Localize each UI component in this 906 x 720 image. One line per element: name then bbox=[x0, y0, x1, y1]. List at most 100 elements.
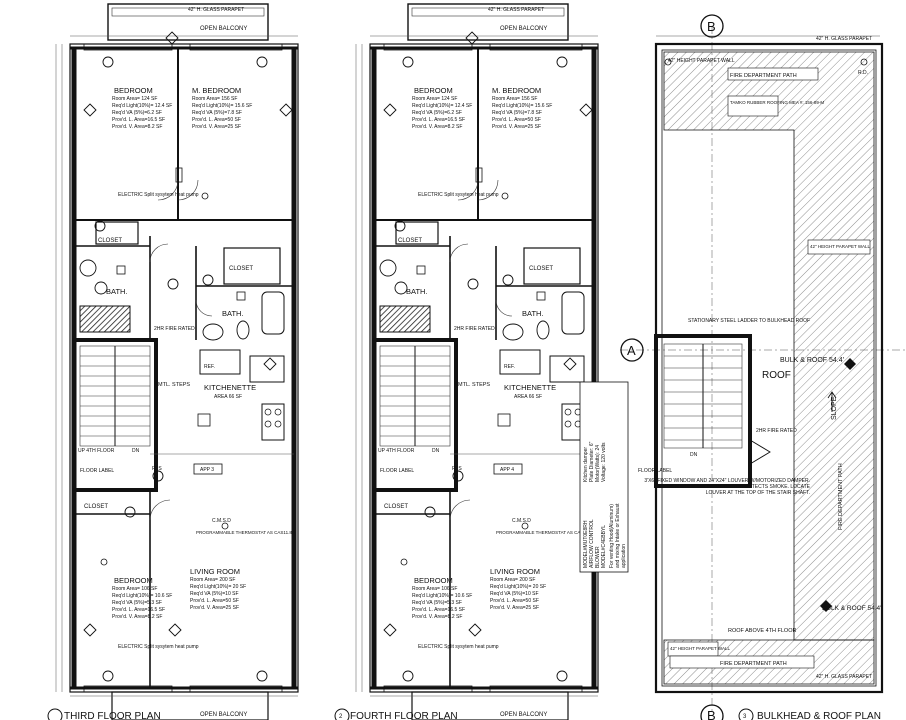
closet-label: CLOSET bbox=[398, 238, 422, 244]
bulk-roof-elevation: BULK & ROOF 54.4' bbox=[780, 357, 844, 364]
model-note: MODEL#MUT0E8RH AIRFLOW CONTROL BLOWER MO… bbox=[579, 381, 629, 573]
svg-text:Req'd VA (5%)=10 SF: Req'd VA (5%)=10 SF bbox=[490, 591, 539, 597]
thermostat-note: PROGRAMMABLE THERMOSTAT AS CAS11.8.1 bbox=[196, 530, 296, 535]
balcony-top-label: OPEN BALCONY bbox=[500, 26, 547, 32]
plan-title: THIRD FLOOR PLAN bbox=[64, 711, 161, 720]
living-room-area-table: Room Area= 200 SF Req'd Light(10%)= 20 S… bbox=[190, 577, 246, 611]
svg-text:Prov'd. V. Area=8.2 SF: Prov'd. V. Area=8.2 SF bbox=[112, 124, 162, 130]
svg-text:Prov'd. L. Area=50 SF: Prov'd. L. Area=50 SF bbox=[490, 598, 539, 604]
fire-rated-label: 2HR FIRE RATED bbox=[756, 428, 797, 434]
svg-text:Room Area= 124 SF: Room Area= 124 SF bbox=[112, 96, 157, 102]
bedroom-area-table: Room Area= 124 SF Req'd Light(10%)= 12.4… bbox=[112, 96, 172, 130]
svg-text:Prov'd. V. Area=25 SF: Prov'd. V. Area=25 SF bbox=[490, 605, 539, 611]
balcony-top-label: OPEN BALCONY bbox=[200, 26, 247, 32]
fire-department-path-label: FIRE DEPARTMENT PATH bbox=[720, 661, 787, 667]
living-room-name: LIVING ROOM bbox=[490, 567, 540, 576]
dn-label: DN bbox=[690, 452, 698, 458]
svg-text:Prov'd. L. Area=16.5 SF: Prov'd. L. Area=16.5 SF bbox=[412, 117, 465, 123]
fps-label: FPS bbox=[152, 466, 162, 472]
dn-label: DN bbox=[432, 448, 440, 454]
master-bedroom-name: M. BEDROOM bbox=[192, 86, 241, 95]
parapet-wall-label: 42" HEIGHT PARAPET WALL bbox=[668, 58, 735, 64]
svg-text:AIRFLOW CONTROL: AIRFLOW CONTROL bbox=[589, 519, 595, 568]
electric-heat-pump-note: ELECTRIC Split sysytem heat pump bbox=[418, 192, 499, 198]
svg-text:Req'd VA (5%)=5.3 SF: Req'd VA (5%)=5.3 SF bbox=[112, 600, 162, 606]
fire-department-path-label: FIRE DEPARTMENT PATH bbox=[730, 73, 797, 79]
svg-text:Prov'd. L. Area=50 SF: Prov'd. L. Area=50 SF bbox=[192, 117, 241, 123]
bedroom-name: BEDROOM bbox=[114, 576, 153, 585]
svg-text:and mixing Intake or Exhaust: and mixing Intake or Exhaust bbox=[615, 503, 621, 568]
svg-text:Req'd Light(10%)= 10.6 SF: Req'd Light(10%)= 10.6 SF bbox=[112, 593, 172, 599]
bedroom-area-table: Room Area= 124 SF Req'd Light(10%)= 12.4… bbox=[412, 96, 472, 130]
electric-heat-pump-note: ELECTRIC Split sysytem heat pump bbox=[418, 644, 499, 650]
glass-parapet-label: 42" H. GLASS PARAPET bbox=[816, 36, 872, 42]
up-label: UP 4TH FLOOR bbox=[378, 448, 415, 454]
svg-text:BLOWER: BLOWER bbox=[595, 546, 601, 568]
svg-text:Req'd Light(10%)= 15.6 SF: Req'd Light(10%)= 15.6 SF bbox=[492, 103, 552, 109]
kitchenette-name: KITCHENETTE bbox=[204, 383, 256, 392]
glass-parapet-label: 42" H. GLASS PARAPET bbox=[816, 674, 872, 680]
floor-label: FLOOR LABEL bbox=[638, 468, 672, 474]
svg-text:Prov'd. L. Area=50 SF: Prov'd. L. Area=50 SF bbox=[492, 117, 541, 123]
bedroom-name: BEDROOM bbox=[114, 86, 153, 95]
roof-drain-label: R.D. bbox=[858, 70, 868, 76]
kitchenette-area: AREA 66 SF bbox=[214, 394, 242, 400]
closet-label: CLOSET bbox=[229, 266, 253, 272]
third-floor-plan: 42" H. GLASS PARAPET OPEN BALCONY BEDROO… bbox=[47, 4, 298, 720]
svg-text:Req'd VA (5%)=6.2 SF: Req'd VA (5%)=6.2 SF bbox=[112, 110, 162, 116]
svg-text:Voltage: 120 volts: Voltage: 120 volts bbox=[601, 442, 607, 482]
electric-heat-pump-note: ELECTRIC Split sysytem heat pump bbox=[118, 192, 199, 198]
closet-label: CLOSET bbox=[98, 238, 122, 244]
svg-text:Prov'd. V. Area=25 SF: Prov'd. V. Area=25 SF bbox=[190, 605, 239, 611]
svg-text:Prov'd. L. Area=16.5 SF: Prov'd. L. Area=16.5 SF bbox=[112, 607, 165, 613]
cmsd-label: C.M.S.D bbox=[212, 518, 231, 524]
svg-text:Plate Diameter: 6": Plate Diameter: 6" bbox=[589, 441, 595, 482]
grid-bubble-b: B bbox=[707, 708, 716, 720]
bath-label: BATH. bbox=[406, 287, 428, 296]
bath-label: BATH. bbox=[222, 309, 244, 318]
parapet-wall-label: 42" HEIGHT PARAPET WALL bbox=[810, 244, 870, 249]
floor-label: FLOOR LABEL bbox=[80, 468, 114, 474]
kitchenette-name: KITCHENETTE bbox=[504, 383, 556, 392]
cmsd-label: C.M.S.D bbox=[512, 518, 531, 524]
plan-number: 2 bbox=[339, 714, 343, 720]
bulk-roof-elevation: BULK & ROOF 54.4' bbox=[822, 605, 881, 612]
thermostat-note: PROGRAMMABLE THERMOSTAT AS CAS11.8.1 bbox=[496, 530, 596, 535]
bath-label: BATH. bbox=[522, 309, 544, 318]
svg-text:application: application bbox=[621, 544, 627, 568]
fps-label: FPS bbox=[452, 466, 462, 472]
svg-text:Req'd Light(10%)= 20 SF: Req'd Light(10%)= 20 SF bbox=[190, 584, 246, 590]
kitchenette-area: AREA 66 SF bbox=[514, 394, 542, 400]
svg-text:Req'd Light(10%)= 20 SF: Req'd Light(10%)= 20 SF bbox=[490, 584, 546, 590]
svg-text:Req'd Light(10%)= 12.4 SF: Req'd Light(10%)= 12.4 SF bbox=[112, 103, 172, 109]
svg-text:Req'd Light(10%)= 10.6 SF: Req'd Light(10%)= 10.6 SF bbox=[412, 593, 472, 599]
roof-above-label: ROOF ABOVE 4TH FLOOR bbox=[728, 628, 796, 634]
svg-text:Req'd VA (5%)=6.2 SF: Req'd VA (5%)=6.2 SF bbox=[412, 110, 462, 116]
svg-text:Req'd VA (5%)=10 SF: Req'd VA (5%)=10 SF bbox=[190, 591, 239, 597]
plan-title: BULKHEAD & ROOF PLAN bbox=[757, 711, 881, 720]
master-bedroom-area-table: Room Area= 156 SF Req'd Light(10%)= 15.6… bbox=[492, 96, 552, 130]
apartment-label: APP 4 bbox=[500, 467, 514, 473]
ladder-note: STATIONARY STEEL LADDER TO BULKHEAD ROOF bbox=[688, 318, 810, 324]
svg-text:Room Area= 106 SF: Room Area= 106 SF bbox=[112, 586, 157, 592]
bedroom-area-table: Room Area= 106 SF Req'd Light(10%)= 10.6… bbox=[412, 586, 472, 620]
window-louver-note: 3'X6" FIXED WINDOW AND 24"X24" LOUVER W/… bbox=[644, 478, 810, 496]
svg-text:Req'd Light(10%)= 12.4 SF: Req'd Light(10%)= 12.4 SF bbox=[412, 103, 472, 109]
svg-text:Kitchen damper: Kitchen damper bbox=[583, 447, 589, 482]
bulkhead-roof-plan: B A B 42" H. GLASS PARAPET 42" HEIGHT PA… bbox=[620, 14, 906, 720]
svg-text:Room Area= 124 SF: Room Area= 124 SF bbox=[412, 96, 457, 102]
closet-label: CLOSET bbox=[529, 266, 553, 272]
svg-text:Req'd VA (5%)=7.8 SF: Req'd VA (5%)=7.8 SF bbox=[492, 110, 542, 116]
up-label: UP 4TH FLOOR bbox=[78, 448, 115, 454]
svg-text:Req'd Light(10%)= 15.6 SF: Req'd Light(10%)= 15.6 SF bbox=[192, 103, 252, 109]
fire-rated-label: 2HR FIRE RATED bbox=[154, 326, 195, 332]
electric-heat-pump-note: ELECTRIC Split sysytem heat pump bbox=[118, 644, 199, 650]
master-bedroom-name: M. BEDROOM bbox=[492, 86, 541, 95]
svg-text:Prov'd. V. Area=8.2 SF: Prov'd. V. Area=8.2 SF bbox=[412, 614, 462, 620]
dn-label: DN bbox=[132, 448, 140, 454]
closet-label: CLOSET bbox=[384, 504, 408, 510]
svg-text:Prov'd. V. Area=8.2 SF: Prov'd. V. Area=8.2 SF bbox=[412, 124, 462, 130]
fire-rated-label: 2HR FIRE RATED bbox=[454, 326, 495, 332]
bedroom-name: BEDROOM bbox=[414, 86, 453, 95]
living-room-area-table: Room Area= 200 SF Req'd Light(10%)= 20 S… bbox=[490, 577, 546, 611]
